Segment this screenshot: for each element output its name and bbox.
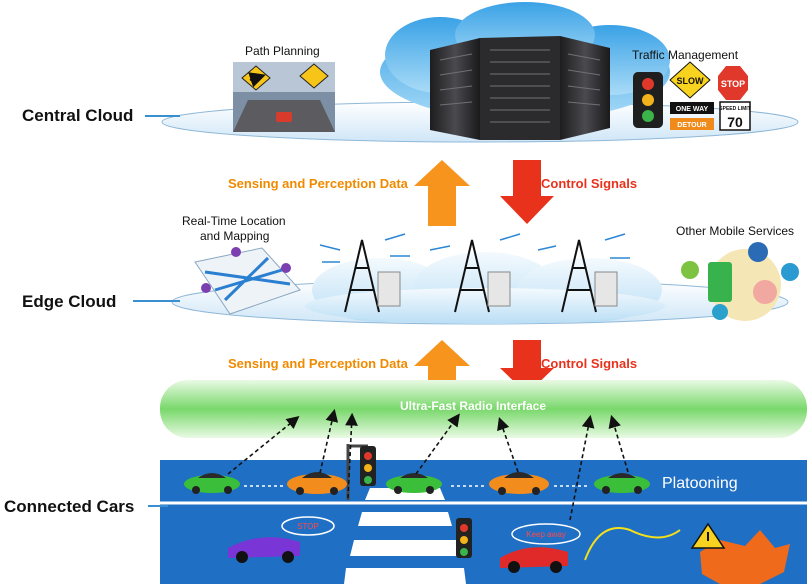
connected-cars-label: Connected Cars [4,497,135,516]
lower-control-signals-label: Control Signals [541,356,638,371]
server-rack-icon [430,36,610,140]
v2x-link-arrows [227,408,629,521]
downward-control-arrow [500,160,554,224]
keep-away-bubble-text: Keep away [526,530,566,539]
location-mapping-label-line2: and Mapping [200,229,270,243]
platoon-car-orange-1 [287,472,347,495]
traffic-management-label: Traffic Management [632,48,739,62]
stop-bubble-text: STOP [297,522,319,531]
central-cloud-layer [145,2,799,143]
upward-data-arrow [414,160,470,226]
red-car [500,547,568,573]
road-surface [160,460,807,584]
crash-icon [690,522,790,584]
platoon-car-orange-2 [489,472,549,495]
edge-cloud-label: Edge Cloud [22,292,117,311]
radio-interface-band [160,380,807,438]
purple-car [228,537,300,563]
keep-away-bubble [511,523,581,545]
platoon-car-green-1 [184,473,240,494]
central-cloud-label: Central Cloud [22,106,134,125]
lower-sensing-data-label: Sensing and Perception Data [228,356,408,371]
radio-wave-lines [319,233,630,263]
one-way-sign-text: ONE WAY [676,106,709,113]
upper-arrows [414,160,554,226]
stop-sign-text: STOP [721,79,745,89]
platoon-car-green-2 [386,473,442,494]
slow-sign-text: SLOW [677,76,705,86]
mobile-services-label: Other Mobile Services [676,224,795,238]
base-station-tower-icon [344,239,597,313]
edge-server-icon [377,271,618,307]
platoon-car-green-3 [594,473,650,494]
stop-bubble [281,516,335,536]
speed-limit-value: 70 [727,114,743,130]
traffic-light-icon [346,444,472,558]
traffic-management-signs [633,61,751,131]
mobile-services-image [681,242,799,321]
upper-sensing-data-label: Sensing and Perception Data [228,176,408,191]
location-mapping-label-line1: Real-Time Location [182,214,286,228]
road-scene [160,444,807,584]
yellow-path-line [584,527,681,561]
speed-limit-title: SPEED LIMIT [719,106,750,112]
map-image [194,247,301,315]
path-planning-image [233,62,335,132]
radio-interface-label: Ultra-Fast Radio Interface [400,399,547,413]
platooning-label: Platooning [662,475,738,492]
detour-sign-text: DETOUR [677,122,706,129]
edge-cloud-layer [133,233,799,325]
path-planning-label: Path Planning [245,44,320,58]
crosswalk [344,488,466,584]
upper-control-signals-label: Control Signals [541,176,638,191]
